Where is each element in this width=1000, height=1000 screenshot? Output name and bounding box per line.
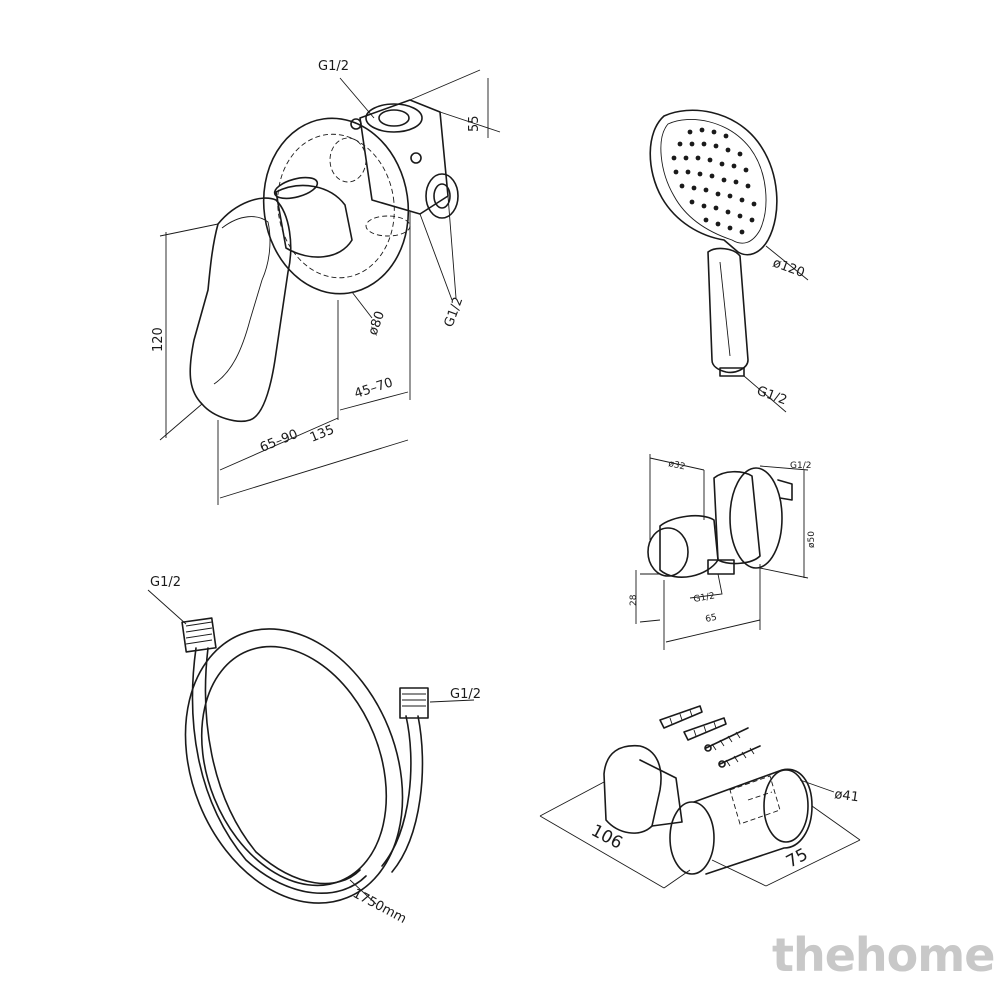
leader-hose-g12-left [147, 589, 187, 625]
dim-line-handle [219, 300, 409, 471]
label-shower-thread: G1/2 [755, 384, 789, 409]
outlet-flange [729, 467, 783, 569]
leader-ø41 [799, 779, 835, 793]
dim-line-total [217, 212, 411, 505]
holder-wall-block [603, 744, 662, 834]
label-28: 28 [629, 594, 639, 606]
dim-line-106 [539, 781, 691, 889]
leader-g12-side [419, 195, 457, 301]
label-65: 65 [705, 613, 718, 625]
screw-1 [704, 727, 749, 752]
screw-2 [718, 745, 761, 768]
label-outlet-g12-bottom: G1/2 [693, 591, 716, 605]
mixer-top-inlet [365, 103, 423, 133]
shower-hose: G1/2 G1/2 1750mm [147, 575, 481, 927]
leader-shower-thread [743, 375, 787, 413]
outlet-body [713, 470, 761, 565]
label-ø41: ø41 [833, 787, 859, 805]
hose-loop-outer [184, 628, 404, 904]
mixer-body [275, 184, 353, 258]
mixer-hidden-pipe [365, 215, 411, 237]
hose-right-tail-inner [391, 715, 424, 873]
dim-line-ø32 [649, 454, 705, 540]
mixer-lug-right [410, 152, 422, 164]
leader-outlet-g12-bottom [689, 573, 723, 599]
concealed-mixer: G1/2 55 120 ø80 G1/2 45–70 65–90 135 [151, 59, 501, 505]
leader-ø120 [765, 245, 809, 281]
label-inlet-side: G1/2 [442, 295, 467, 329]
label-outlet-g12-top: G1/2 [790, 461, 811, 471]
wall-outlet: ø32 G1/2 ø50 G1/2 28 65 [629, 454, 817, 650]
slide-holder: ø41 106 75 [539, 705, 861, 889]
leader-ø80 [351, 291, 373, 319]
mixer-side-outlet-bore [433, 183, 451, 209]
shower-face [660, 119, 767, 244]
hose-right-thread [402, 693, 426, 707]
mixer-handle [189, 197, 292, 422]
dim-line-75 [711, 805, 861, 887]
leader-hose-g12-right [429, 699, 475, 703]
dim-line-120 [159, 223, 219, 441]
label-dim-120: 120 [151, 327, 166, 352]
shower-thread [719, 367, 745, 377]
shower-head [649, 109, 778, 256]
leader-g12-top [339, 77, 375, 119]
holder-rail-face [669, 801, 715, 875]
dim-line-ø50 [759, 465, 809, 579]
hose-right-connector [399, 687, 429, 719]
label-inlet-top: G1/2 [318, 59, 349, 74]
watermark-logo: thehome [772, 928, 995, 982]
outlet-top-thread [777, 479, 793, 501]
label-75: 75 [783, 845, 811, 873]
shower-handle-line [719, 261, 731, 357]
holder-hidden-detail [729, 775, 781, 825]
shower-handle [707, 247, 749, 374]
dim-line-55 [409, 69, 501, 138]
label-ø32: ø32 [667, 459, 686, 472]
dim-line-65 [663, 564, 761, 650]
label-dim-65-90: 65–90 [258, 427, 300, 456]
label-106: 106 [588, 821, 626, 854]
label-dim-135: 135 [308, 423, 337, 446]
label-hose-g12-right: G1/2 [450, 687, 481, 702]
mixer-lug-left [350, 118, 362, 130]
holder-cylinder-end [763, 769, 809, 843]
wall-plug-2 [683, 717, 727, 741]
holder-bracket [639, 759, 683, 827]
mixer-side-outlet [425, 173, 459, 219]
hose-left-tail-inner [204, 647, 361, 885]
wall-plug-1 [659, 705, 703, 729]
mixer-hidden-pipe-2 [329, 137, 367, 183]
hose-right-tail [381, 715, 412, 867]
leader-hose-length [349, 879, 377, 905]
label-dim-55: 55 [467, 115, 482, 132]
mixer-top-inlet-bore [378, 109, 410, 127]
mixer-flange [262, 117, 410, 295]
label-hose-g12-left: G1/2 [150, 575, 181, 590]
mixer-body-cap [273, 176, 319, 200]
mixer-handle-edge [213, 216, 271, 385]
outlet-bottom-thread [707, 559, 735, 575]
hose-left-thread [185, 621, 213, 645]
hose-left-connector [181, 617, 217, 653]
label-ø50: ø50 [807, 531, 817, 548]
mixer-flange-hidden [277, 133, 395, 279]
label-dim-45-70: 45–70 [353, 375, 395, 402]
outlet-cradle-face [647, 527, 689, 577]
hose-left-tail [191, 647, 367, 894]
outlet-cradle [659, 514, 719, 578]
hand-shower: ø120 G1/2 [649, 109, 809, 413]
dim-line-28 [635, 570, 661, 624]
shower-nozzles [671, 127, 757, 235]
label-hose-length: 1750mm [350, 886, 409, 927]
label-ø120: ø120 [771, 256, 807, 281]
